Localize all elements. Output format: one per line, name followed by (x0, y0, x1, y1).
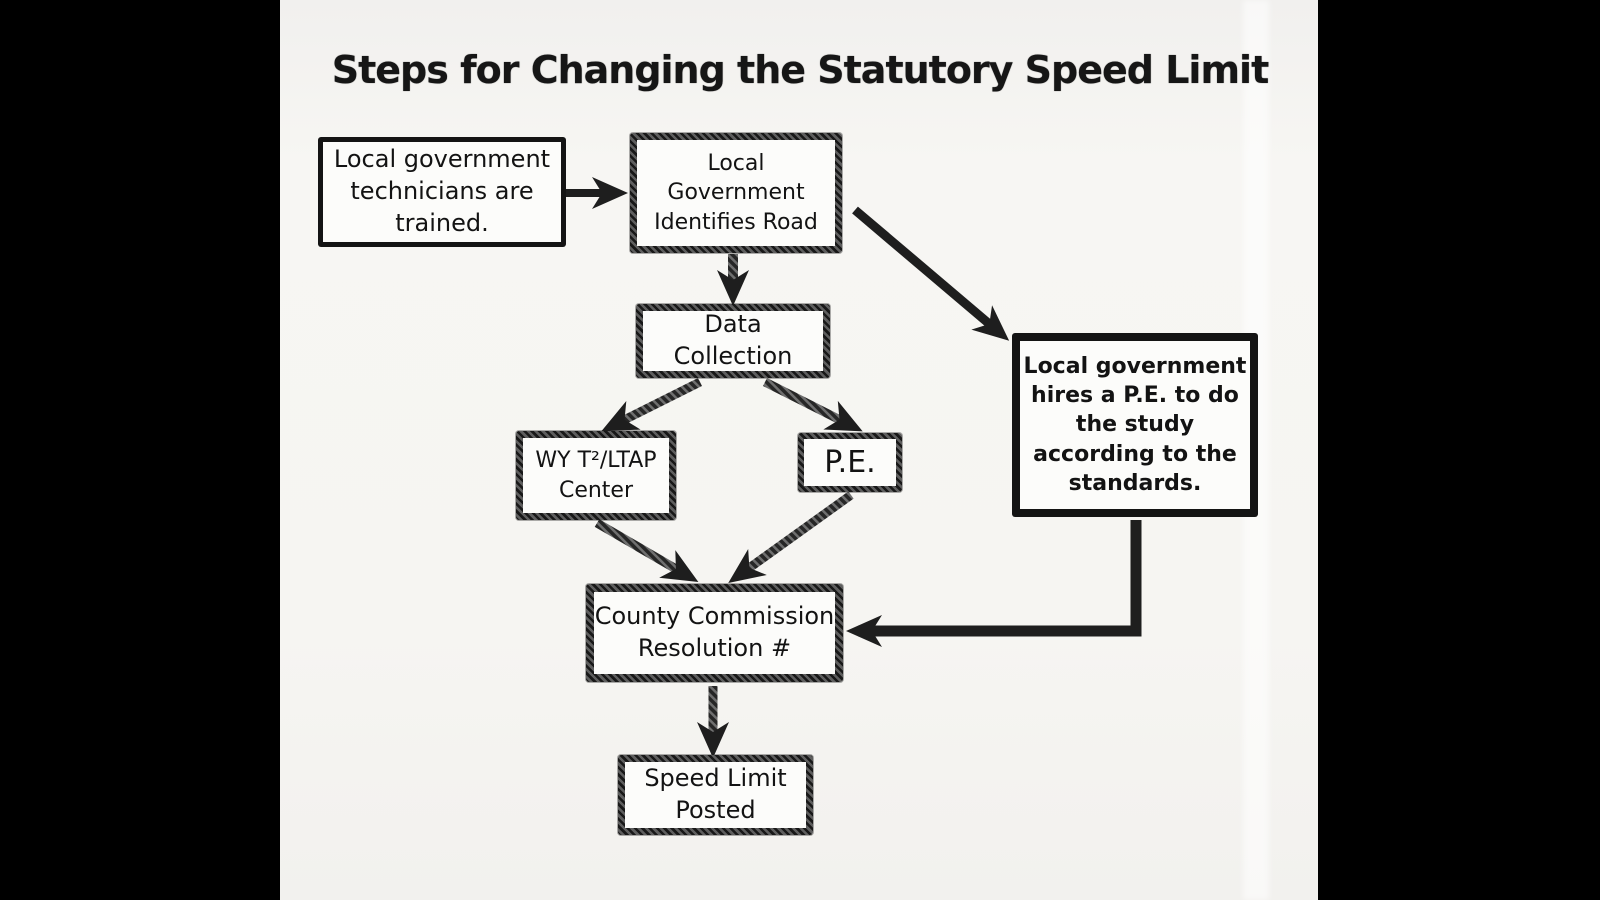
arrow-hire-to-county (846, 520, 1142, 647)
node-face: Local government hires a P.E. to do the … (1020, 341, 1250, 509)
node-pe: P.E. (798, 433, 902, 492)
node-label: P.E. (824, 444, 876, 480)
node-label: WY T²/LTAP Center (535, 448, 657, 503)
node-face: Speed Limit Posted (625, 762, 806, 828)
arrow-data-to-ltap (601, 377, 703, 432)
node-identify-road: Local Government Identifies Road (630, 133, 842, 253)
diagram-title: Steps for Changing the Statutory Speed L… (331, 48, 1270, 92)
node-face: County Commission Resolution # (594, 592, 835, 674)
node-technicians-trained: Local government technicians are trained… (318, 137, 566, 247)
arrow-pe-to-county (728, 491, 854, 583)
node-speed-limit-posted: Speed Limit Posted (618, 755, 813, 835)
node-face: WY T²/LTAP Center (523, 438, 669, 513)
node-county-commission: County Commission Resolution # (586, 584, 843, 682)
node-label: Local government technicians are trained… (333, 145, 551, 237)
node-label: County Commission Resolution # (594, 602, 835, 662)
node-face: Local Government Identifies Road (637, 140, 835, 246)
node-label: Local Government Identifies Road (654, 151, 818, 235)
node-face: Local government technicians are trained… (323, 142, 561, 242)
node-label: Speed Limit Posted (644, 764, 787, 824)
node-hire-pe: Local government hires a P.E. to do the … (1012, 333, 1258, 517)
node-face: P.E. (804, 439, 896, 486)
node-data-collection: Data Collection (636, 304, 830, 378)
node-face: Data Collection (643, 310, 823, 371)
arrow-ltap-to-county (594, 519, 699, 583)
arrow-data-to-pe (762, 377, 863, 432)
node-ltap-center: WY T²/LTAP Center (516, 431, 676, 520)
node-label: Data Collection (673, 310, 793, 370)
node-label: Local government hires a P.E. to do the … (1023, 354, 1247, 496)
arrow-identify-to-hire (852, 206, 1010, 341)
